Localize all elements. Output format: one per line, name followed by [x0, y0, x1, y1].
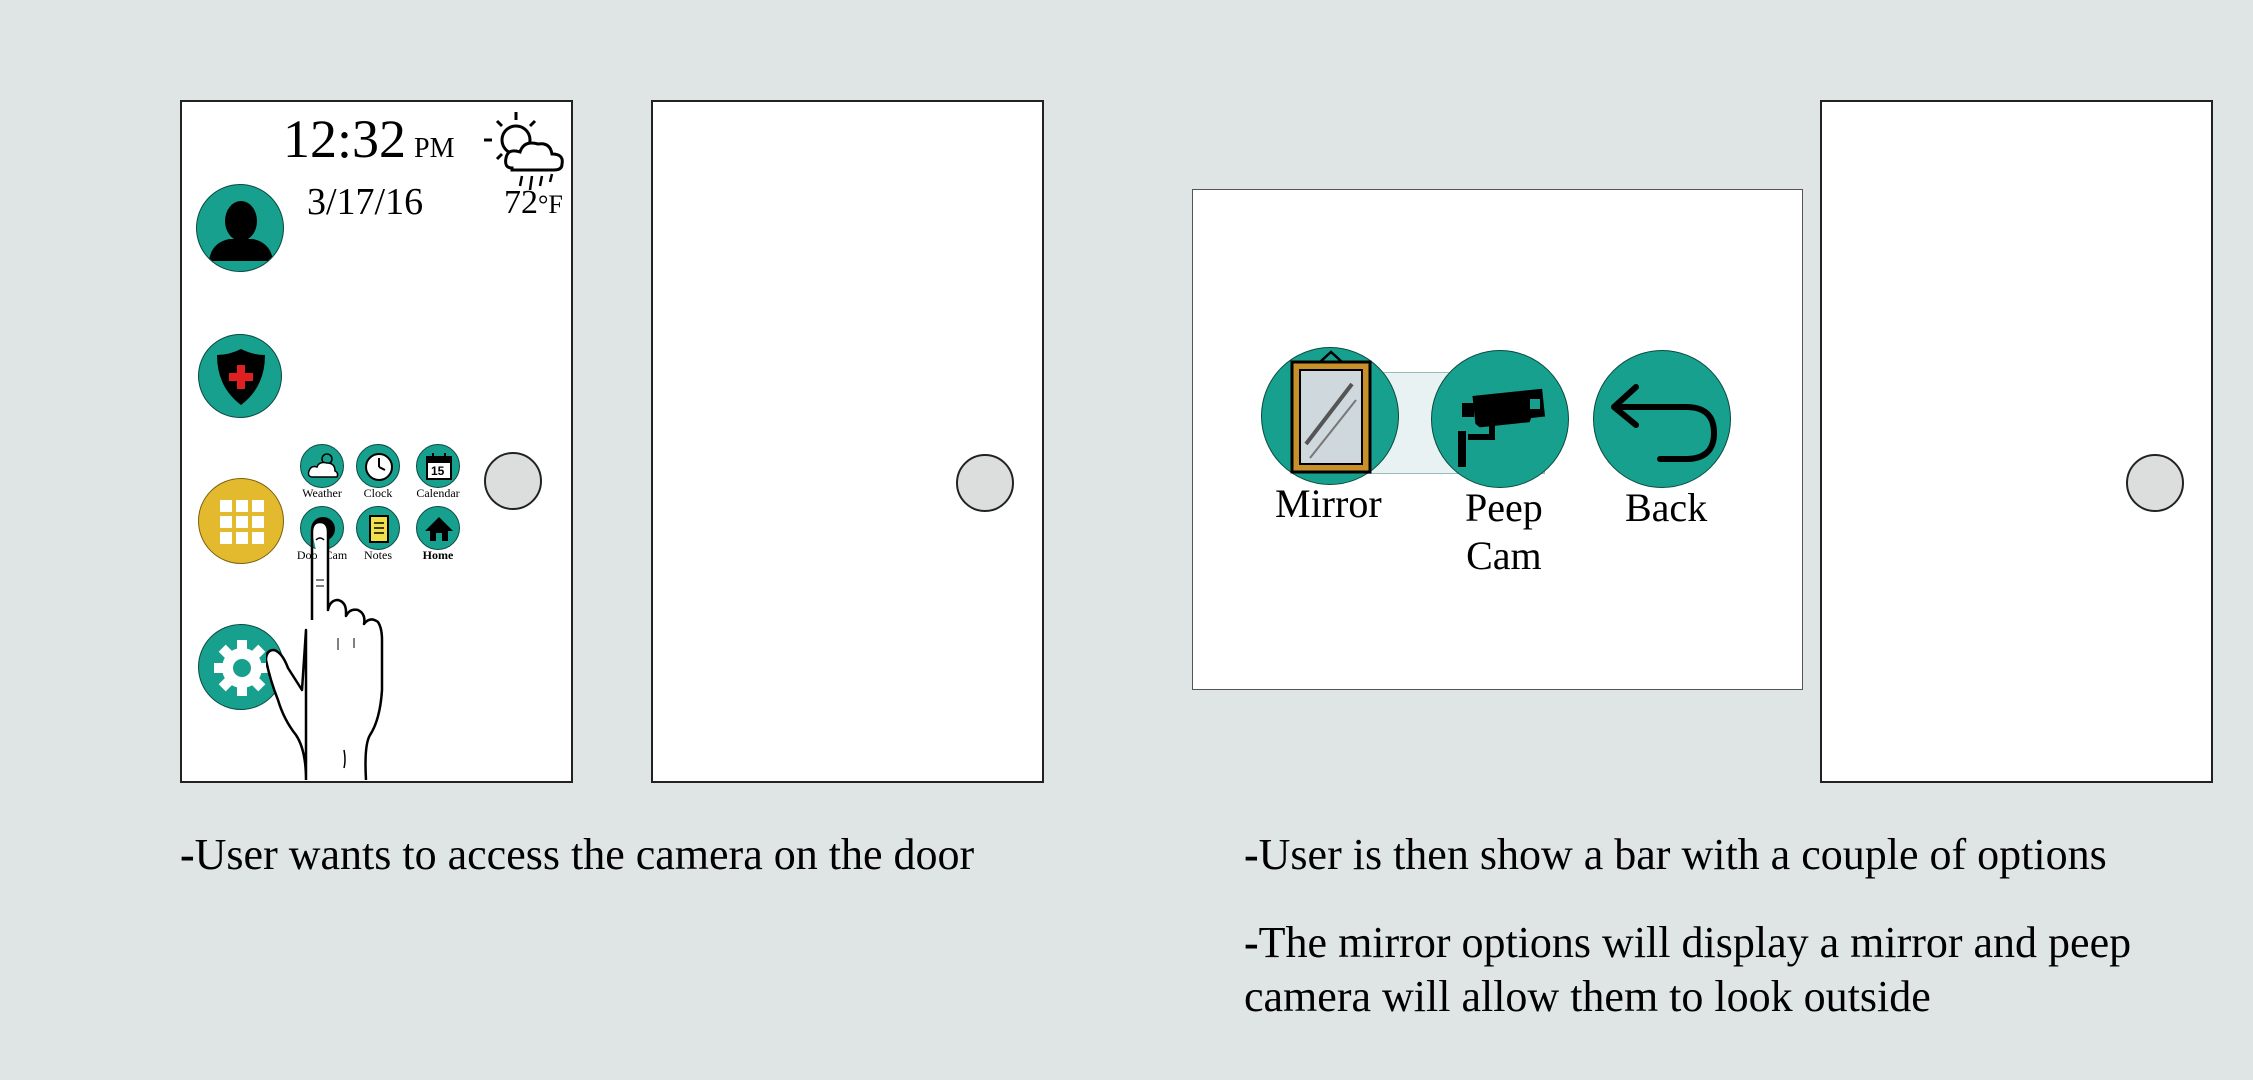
- back-option-button[interactable]: [1593, 350, 1731, 488]
- weather-app-label: Weather: [302, 486, 342, 500]
- options-screen-panel: Mirror Peep Cam Back: [1192, 189, 1803, 690]
- caption-left: -User wants to access the camera on the …: [180, 830, 975, 879]
- mirror-option-button[interactable]: [1261, 347, 1399, 485]
- calendar-app-icon[interactable]: 15: [416, 444, 460, 488]
- caption-right-2: -The mirror options will display a mirro…: [1244, 918, 2132, 1021]
- notes-app-icon[interactable]: [356, 506, 400, 550]
- security-shield-icon[interactable]: [198, 334, 282, 418]
- pointing-hand-icon: [266, 520, 384, 780]
- clock-app-icon[interactable]: [356, 444, 400, 488]
- peep-cam-option-button[interactable]: [1431, 350, 1569, 488]
- door-knob-3[interactable]: [2126, 454, 2184, 512]
- mirror-option-label: Mirror: [1275, 481, 1382, 526]
- user-avatar-icon[interactable]: [196, 184, 284, 272]
- notes-app-label: Notes: [364, 548, 392, 562]
- date-text: 3/17/16: [307, 181, 424, 223]
- weather-rain-icon: [484, 112, 564, 191]
- caption-right-1: -User is then show a bar with a couple o…: [1244, 830, 2107, 879]
- calendar-badge: 15: [431, 464, 445, 478]
- peep-cam-option-label: Peep Cam: [1465, 485, 1543, 578]
- back-option-label: Back: [1625, 485, 1708, 530]
- door-knob-1: [484, 452, 542, 510]
- home-app-icon[interactable]: [416, 506, 460, 550]
- home-app-label: Home: [422, 548, 454, 562]
- weather-app-icon[interactable]: [300, 444, 344, 488]
- calendar-app-label: Calendar: [416, 486, 460, 500]
- clock-app-label: Clock: [363, 486, 393, 500]
- door-panel-1: [651, 100, 1044, 783]
- temperature-text: 72°F: [504, 184, 563, 221]
- door-panel-2: [1820, 100, 2213, 783]
- app-grid-icon[interactable]: [198, 478, 284, 564]
- door-knob-2[interactable]: [956, 454, 1014, 512]
